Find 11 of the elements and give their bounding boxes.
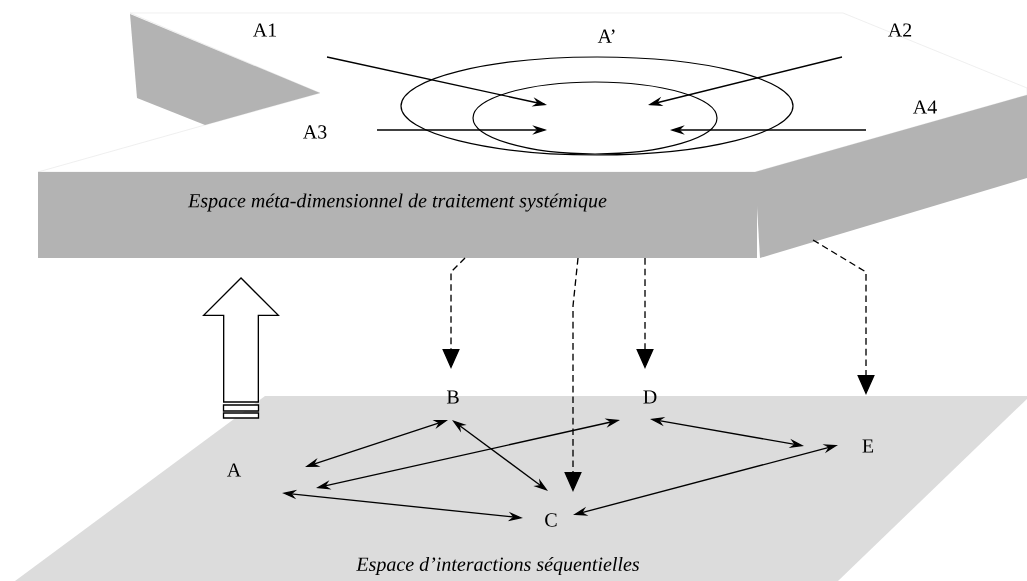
node-label: E — [862, 439, 874, 453]
node-label: A2 — [887, 23, 912, 37]
node-label: C — [545, 513, 557, 527]
ellipse — [472, 81, 718, 155]
block-arrow — [202, 277, 280, 419]
node-label: A1 — [253, 23, 277, 37]
node-label: A4 — [912, 100, 937, 114]
node-label: A3 — [303, 125, 327, 139]
node-label: Espace méta-dimensionnel de traitement systémique — [187, 193, 607, 212]
node-label: A — [227, 463, 242, 477]
node-label: A’ — [597, 29, 615, 43]
